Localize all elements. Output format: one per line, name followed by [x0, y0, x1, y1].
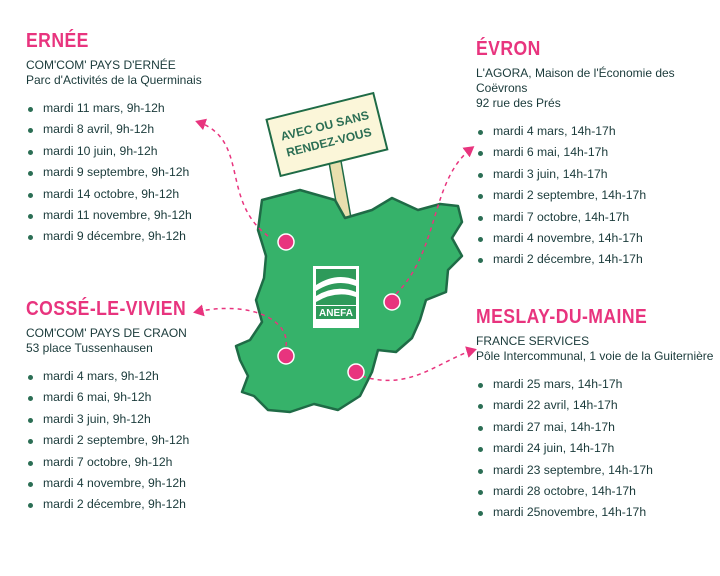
date-item: mardi 10 juin, 9h-12h — [26, 141, 202, 162]
date-list: mardi 11 mars, 9h-12h mardi 8 avril, 9h-… — [26, 98, 202, 248]
address-line2: 92 rue des Prés — [476, 96, 561, 110]
date-item: mardi 4 mars, 14h-17h — [476, 121, 720, 142]
marker-evron[interactable] — [383, 293, 401, 311]
address-line2: 53 place Tussenhausen — [26, 341, 153, 355]
city-title: ÉVRON — [476, 38, 541, 60]
address-line2: Pôle Intercommunal, 1 voie de la Guitern… — [476, 349, 714, 363]
date-item: mardi 11 mars, 9h-12h — [26, 98, 202, 119]
date-item: mardi 24 juin, 14h-17h — [476, 438, 713, 459]
date-item: mardi 7 octobre, 9h-12h — [26, 452, 208, 473]
date-list: mardi 25 mars, 14h-17h mardi 22 avril, 1… — [476, 374, 713, 524]
date-item: mardi 9 décembre, 9h-12h — [26, 226, 202, 247]
address-line1: COM'COM' PAYS DE CRAON — [26, 326, 187, 340]
location-evron: ÉVRON L'AGORA, Maison de l'Économie des … — [476, 38, 720, 271]
location-cosse-le-vivien: COSSÉ-LE-VIVIEN COM'COM' PAYS DE CRAON 5… — [26, 298, 208, 516]
address-line1: FRANCE SERVICES — [476, 334, 590, 348]
date-item: mardi 6 mai, 9h-12h — [26, 387, 208, 408]
date-item: mardi 25novembre, 14h-17h — [476, 502, 713, 523]
address-line1: L'AGORA, Maison de l'Économie des Coëvro… — [476, 66, 675, 95]
date-item: mardi 8 avril, 9h-12h — [26, 119, 202, 140]
arrow-meslay — [361, 346, 477, 382]
address-line1: COM'COM' PAYS D'ERNÉE — [26, 58, 176, 72]
date-item: mardi 4 novembre, 9h-12h — [26, 473, 208, 494]
date-item: mardi 4 novembre, 14h-17h — [476, 228, 720, 249]
rendezvous-sign: AVEC OU SANS RENDEZ-VOUS — [265, 91, 389, 178]
marker-meslay[interactable] — [347, 363, 365, 381]
city-title: COSSÉ-LE-VIVIEN — [26, 298, 187, 320]
date-item: mardi 9 septembre, 9h-12h — [26, 162, 202, 183]
city-title: MESLAY-DU-MAINE — [476, 306, 648, 328]
date-item: mardi 2 décembre, 9h-12h — [26, 494, 208, 515]
anefa-logo-text: ANEFA — [319, 308, 353, 319]
address-line2: Parc d'Activités de la Querminais — [26, 73, 202, 87]
date-item: mardi 6 mai, 14h-17h — [476, 142, 720, 163]
marker-cosse[interactable] — [277, 347, 295, 365]
date-item: mardi 28 octobre, 14h-17h — [476, 481, 713, 502]
date-item: mardi 4 mars, 9h-12h — [26, 366, 208, 387]
location-ernee: ERNÉE COM'COM' PAYS D'ERNÉE Parc d'Activ… — [26, 30, 202, 248]
date-item: mardi 11 novembre, 9h-12h — [26, 205, 202, 226]
date-item: mardi 25 mars, 14h-17h — [476, 374, 713, 395]
arrow-cosse — [193, 304, 287, 347]
date-item: mardi 3 juin, 14h-17h — [476, 164, 720, 185]
date-item: mardi 22 avril, 14h-17h — [476, 395, 713, 416]
date-item: mardi 3 juin, 9h-12h — [26, 409, 208, 430]
marker-ernee[interactable] — [277, 233, 295, 251]
location-meslay-du-maine: MESLAY-DU-MAINE FRANCE SERVICES Pôle Int… — [476, 306, 713, 524]
date-item: mardi 27 mai, 14h-17h — [476, 417, 713, 438]
date-item: mardi 2 décembre, 14h-17h — [476, 249, 720, 270]
city-title: ERNÉE — [26, 30, 89, 52]
date-item: mardi 7 octobre, 14h-17h — [476, 207, 720, 228]
date-list: mardi 4 mars, 14h-17h mardi 6 mai, 14h-1… — [476, 121, 720, 271]
date-item: mardi 2 septembre, 14h-17h — [476, 185, 720, 206]
anefa-logo: ANEFA — [313, 266, 359, 328]
date-item: mardi 2 septembre, 9h-12h — [26, 430, 208, 451]
date-item: mardi 14 octobre, 9h-12h — [26, 184, 202, 205]
date-item: mardi 23 septembre, 14h-17h — [476, 460, 713, 481]
date-list: mardi 4 mars, 9h-12h mardi 6 mai, 9h-12h… — [26, 366, 208, 516]
arrow-ernee — [195, 118, 269, 237]
